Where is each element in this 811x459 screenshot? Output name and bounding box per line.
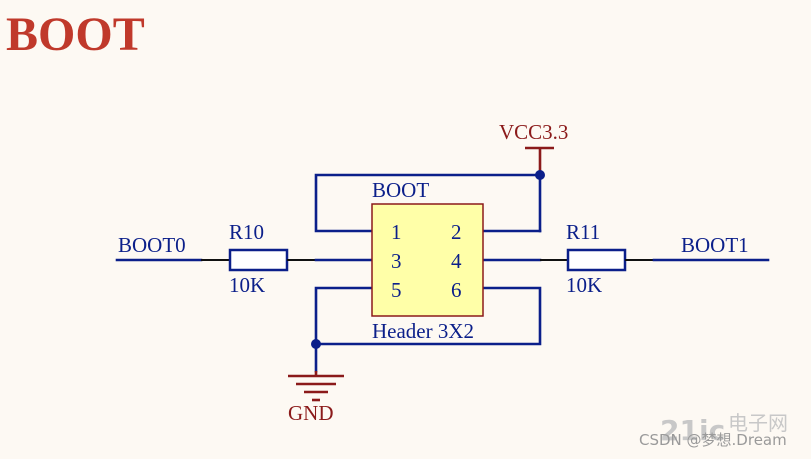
r10-value: 10K — [229, 273, 265, 297]
vcc-power-port: VCC3.3 — [499, 120, 568, 175]
header-refdes: BOOT — [372, 178, 429, 202]
pin-4: 4 — [451, 249, 462, 273]
vcc-junction-dot — [535, 170, 545, 180]
r11-refdes: R11 — [566, 220, 600, 244]
top-wire — [314, 170, 545, 233]
header-body — [371, 203, 484, 317]
r11-body — [566, 248, 627, 272]
watermark-logo: 21ic — [660, 414, 725, 447]
ground-symbol: GND — [288, 371, 344, 425]
r10-refdes: R10 — [229, 220, 264, 244]
watermark-logo-cn: 电子网 — [728, 411, 788, 435]
pin-5: 5 — [391, 278, 402, 302]
pin-2: 2 — [451, 220, 462, 244]
boot1-label: BOOT1 — [681, 233, 749, 257]
watermark: 21ic 电子网 CSDN @梦想.Dream — [639, 411, 788, 449]
r11-value: 10K — [566, 273, 602, 297]
page-title: BOOT — [6, 8, 145, 61]
header-part: Header 3X2 — [372, 319, 474, 343]
boot0-net: BOOT0 R10 10K — [115, 220, 374, 297]
boot1-net: R11 10K BOOT1 — [481, 220, 770, 297]
pin-3: 3 — [391, 249, 402, 273]
boot0-label: BOOT0 — [118, 233, 186, 257]
pin-6: 6 — [451, 278, 462, 302]
bottom-wire — [311, 286, 542, 373]
header-3x2: BOOT Header 3X2 1 2 3 4 5 6 — [371, 178, 484, 343]
pin-1: 1 — [391, 220, 402, 244]
watermark-site: CSDN @梦想.Dream — [639, 431, 787, 449]
r10-body — [228, 248, 289, 272]
vcc-label: VCC3.3 — [499, 120, 568, 144]
gnd-label: GND — [288, 401, 334, 425]
